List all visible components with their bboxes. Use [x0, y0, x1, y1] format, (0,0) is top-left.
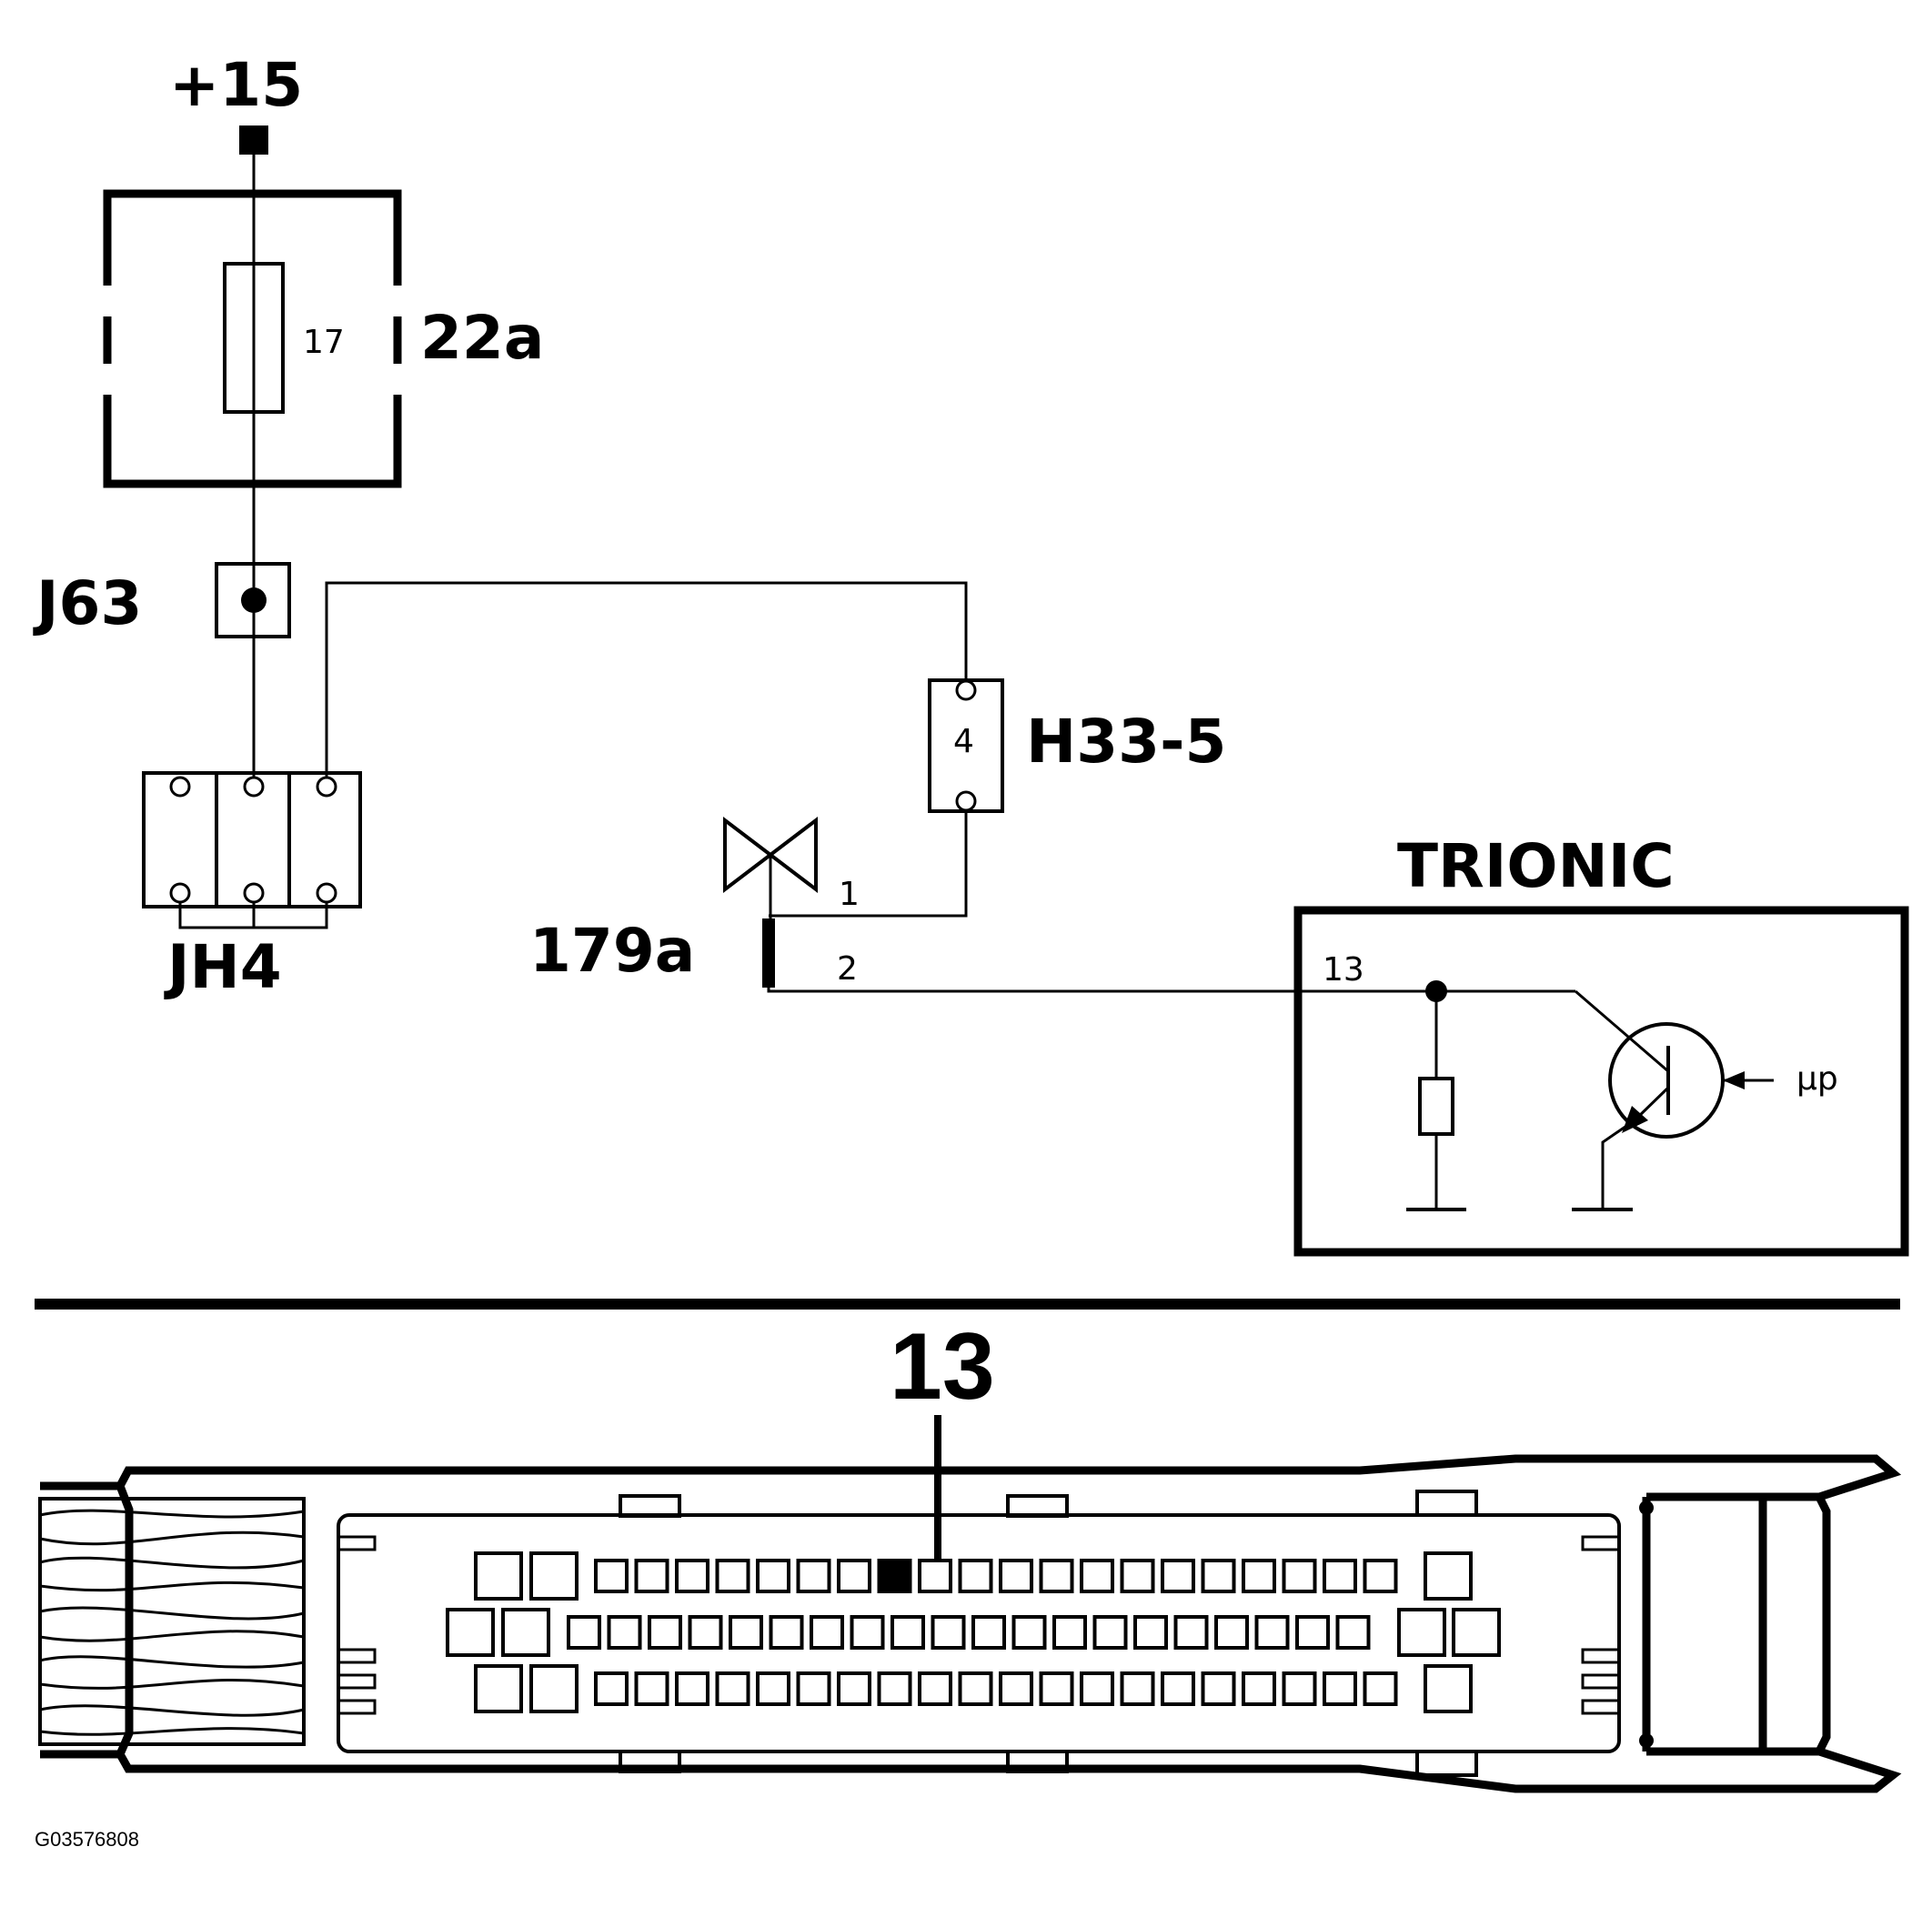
large-cavity — [501, 1608, 550, 1657]
pin-cavity — [594, 1671, 629, 1706]
pin-cavity — [1133, 1615, 1168, 1650]
pin-cavity — [648, 1615, 682, 1650]
splice-label: J63 — [33, 568, 142, 638]
pin-cavity — [634, 1559, 669, 1593]
pin-cavity — [1282, 1559, 1317, 1593]
pin-cavity — [850, 1615, 885, 1650]
large-cavity — [446, 1608, 495, 1657]
pin-cavity — [1039, 1559, 1074, 1593]
pin-cavity — [891, 1615, 925, 1650]
pin-cavity — [1295, 1615, 1330, 1650]
pin-cavity — [1120, 1671, 1155, 1706]
pin-cavity — [1335, 1615, 1371, 1650]
pin-cavity — [1173, 1615, 1209, 1650]
ecu-input-label: µp — [1796, 1060, 1838, 1098]
ecu-pin-label: 13 — [1323, 951, 1364, 989]
cavity-pin-13 — [877, 1559, 912, 1593]
pin-cavity — [675, 1559, 709, 1593]
pin-cavity — [756, 1671, 790, 1706]
fuse-box — [103, 189, 402, 488]
pin-cavity — [688, 1615, 723, 1650]
supply-terminal — [239, 125, 268, 155]
large-cavity — [474, 1551, 523, 1601]
pin-cavity — [810, 1615, 844, 1650]
pin-cavity — [971, 1615, 1006, 1650]
pin-cavity — [1052, 1615, 1087, 1650]
connector-h33-label: H33-5 — [1026, 707, 1226, 777]
component-pin-2-label: 2 — [837, 950, 858, 988]
supply-label: +15 — [169, 50, 303, 120]
ecu-trionic — [1293, 906, 1909, 1257]
pin-cavity — [837, 1559, 871, 1593]
pin-cavity — [1323, 1671, 1357, 1706]
figure-code: G03576808 — [35, 1828, 139, 1851]
large-cavity — [529, 1664, 579, 1713]
pin-cavity — [1254, 1615, 1290, 1650]
pin-cavity — [1161, 1559, 1195, 1593]
pin-cavity — [594, 1559, 629, 1593]
pin-cavity — [958, 1559, 993, 1593]
pin-cavity — [1242, 1671, 1276, 1706]
large-cavity — [1452, 1608, 1501, 1657]
pin-cavity — [1201, 1559, 1236, 1593]
pin-cavity — [675, 1671, 709, 1706]
pin-cavity — [607, 1615, 642, 1650]
large-cavity — [474, 1664, 523, 1713]
pin-cavity — [837, 1671, 871, 1706]
pin-cavity — [729, 1615, 763, 1650]
resistor-icon — [1418, 1077, 1454, 1136]
component-label: 179a — [529, 916, 695, 986]
pin-cavity — [1242, 1559, 1276, 1593]
pin-cavity — [1201, 1671, 1236, 1706]
junction-block-label: JH4 — [164, 932, 282, 1002]
pin-cavity — [1039, 1671, 1074, 1706]
large-cavity — [1424, 1551, 1473, 1601]
pin-cavity — [1323, 1559, 1357, 1593]
pin-cavity — [634, 1671, 669, 1706]
component-179a-connector — [762, 918, 775, 988]
fuse-number-label: 17 — [303, 324, 345, 361]
pin-cavity — [958, 1671, 993, 1706]
transistor-icon — [1572, 989, 1774, 1211]
pin-cavity — [931, 1615, 966, 1650]
large-cavity — [1397, 1608, 1446, 1657]
fuse-box-label: 22a — [420, 303, 544, 373]
pin-cavity — [1080, 1559, 1114, 1593]
pin-cavity — [1161, 1671, 1195, 1706]
pin-cavity — [999, 1559, 1033, 1593]
pin-cavity — [918, 1559, 952, 1593]
pin-cavity — [1214, 1615, 1249, 1650]
wire-h33-179a — [769, 810, 968, 918]
large-cavity — [529, 1551, 579, 1601]
wire-179a-trionic — [767, 971, 1435, 993]
connector-pin-callout: 13 — [890, 1314, 995, 1420]
component-pin-1-label: 1 — [839, 876, 860, 913]
connector-housing — [38, 1454, 1902, 1793]
pin-cavity — [999, 1671, 1033, 1706]
junction-block-jh4 — [142, 771, 362, 929]
large-cavity — [1424, 1664, 1473, 1713]
pin-cavity — [1363, 1559, 1398, 1593]
solenoid-valve-icon — [723, 816, 818, 918]
wire-jh4-h33 — [325, 581, 968, 778]
pin-cavity — [1363, 1671, 1398, 1706]
pin-cavity — [918, 1671, 952, 1706]
pin-cavity — [769, 1615, 804, 1650]
pin-cavity — [1120, 1559, 1155, 1593]
pin-cavity — [1011, 1615, 1047, 1650]
pin-cavity — [567, 1615, 601, 1650]
pin-cavity — [877, 1671, 912, 1706]
ecu-label: TRIONIC — [1397, 831, 1675, 901]
pin-cavity — [796, 1671, 831, 1706]
connector-pin-cavities — [446, 1551, 1501, 1713]
pin-cavity — [1092, 1615, 1128, 1650]
pin-cavity — [715, 1671, 750, 1706]
pin-cavity — [756, 1559, 790, 1593]
connector-h33-pin-label: 4 — [953, 723, 974, 760]
pin-cavity — [715, 1559, 750, 1593]
pin-cavity — [1080, 1671, 1114, 1706]
pin-cavity — [796, 1559, 831, 1593]
pin-cavity — [1282, 1671, 1317, 1706]
